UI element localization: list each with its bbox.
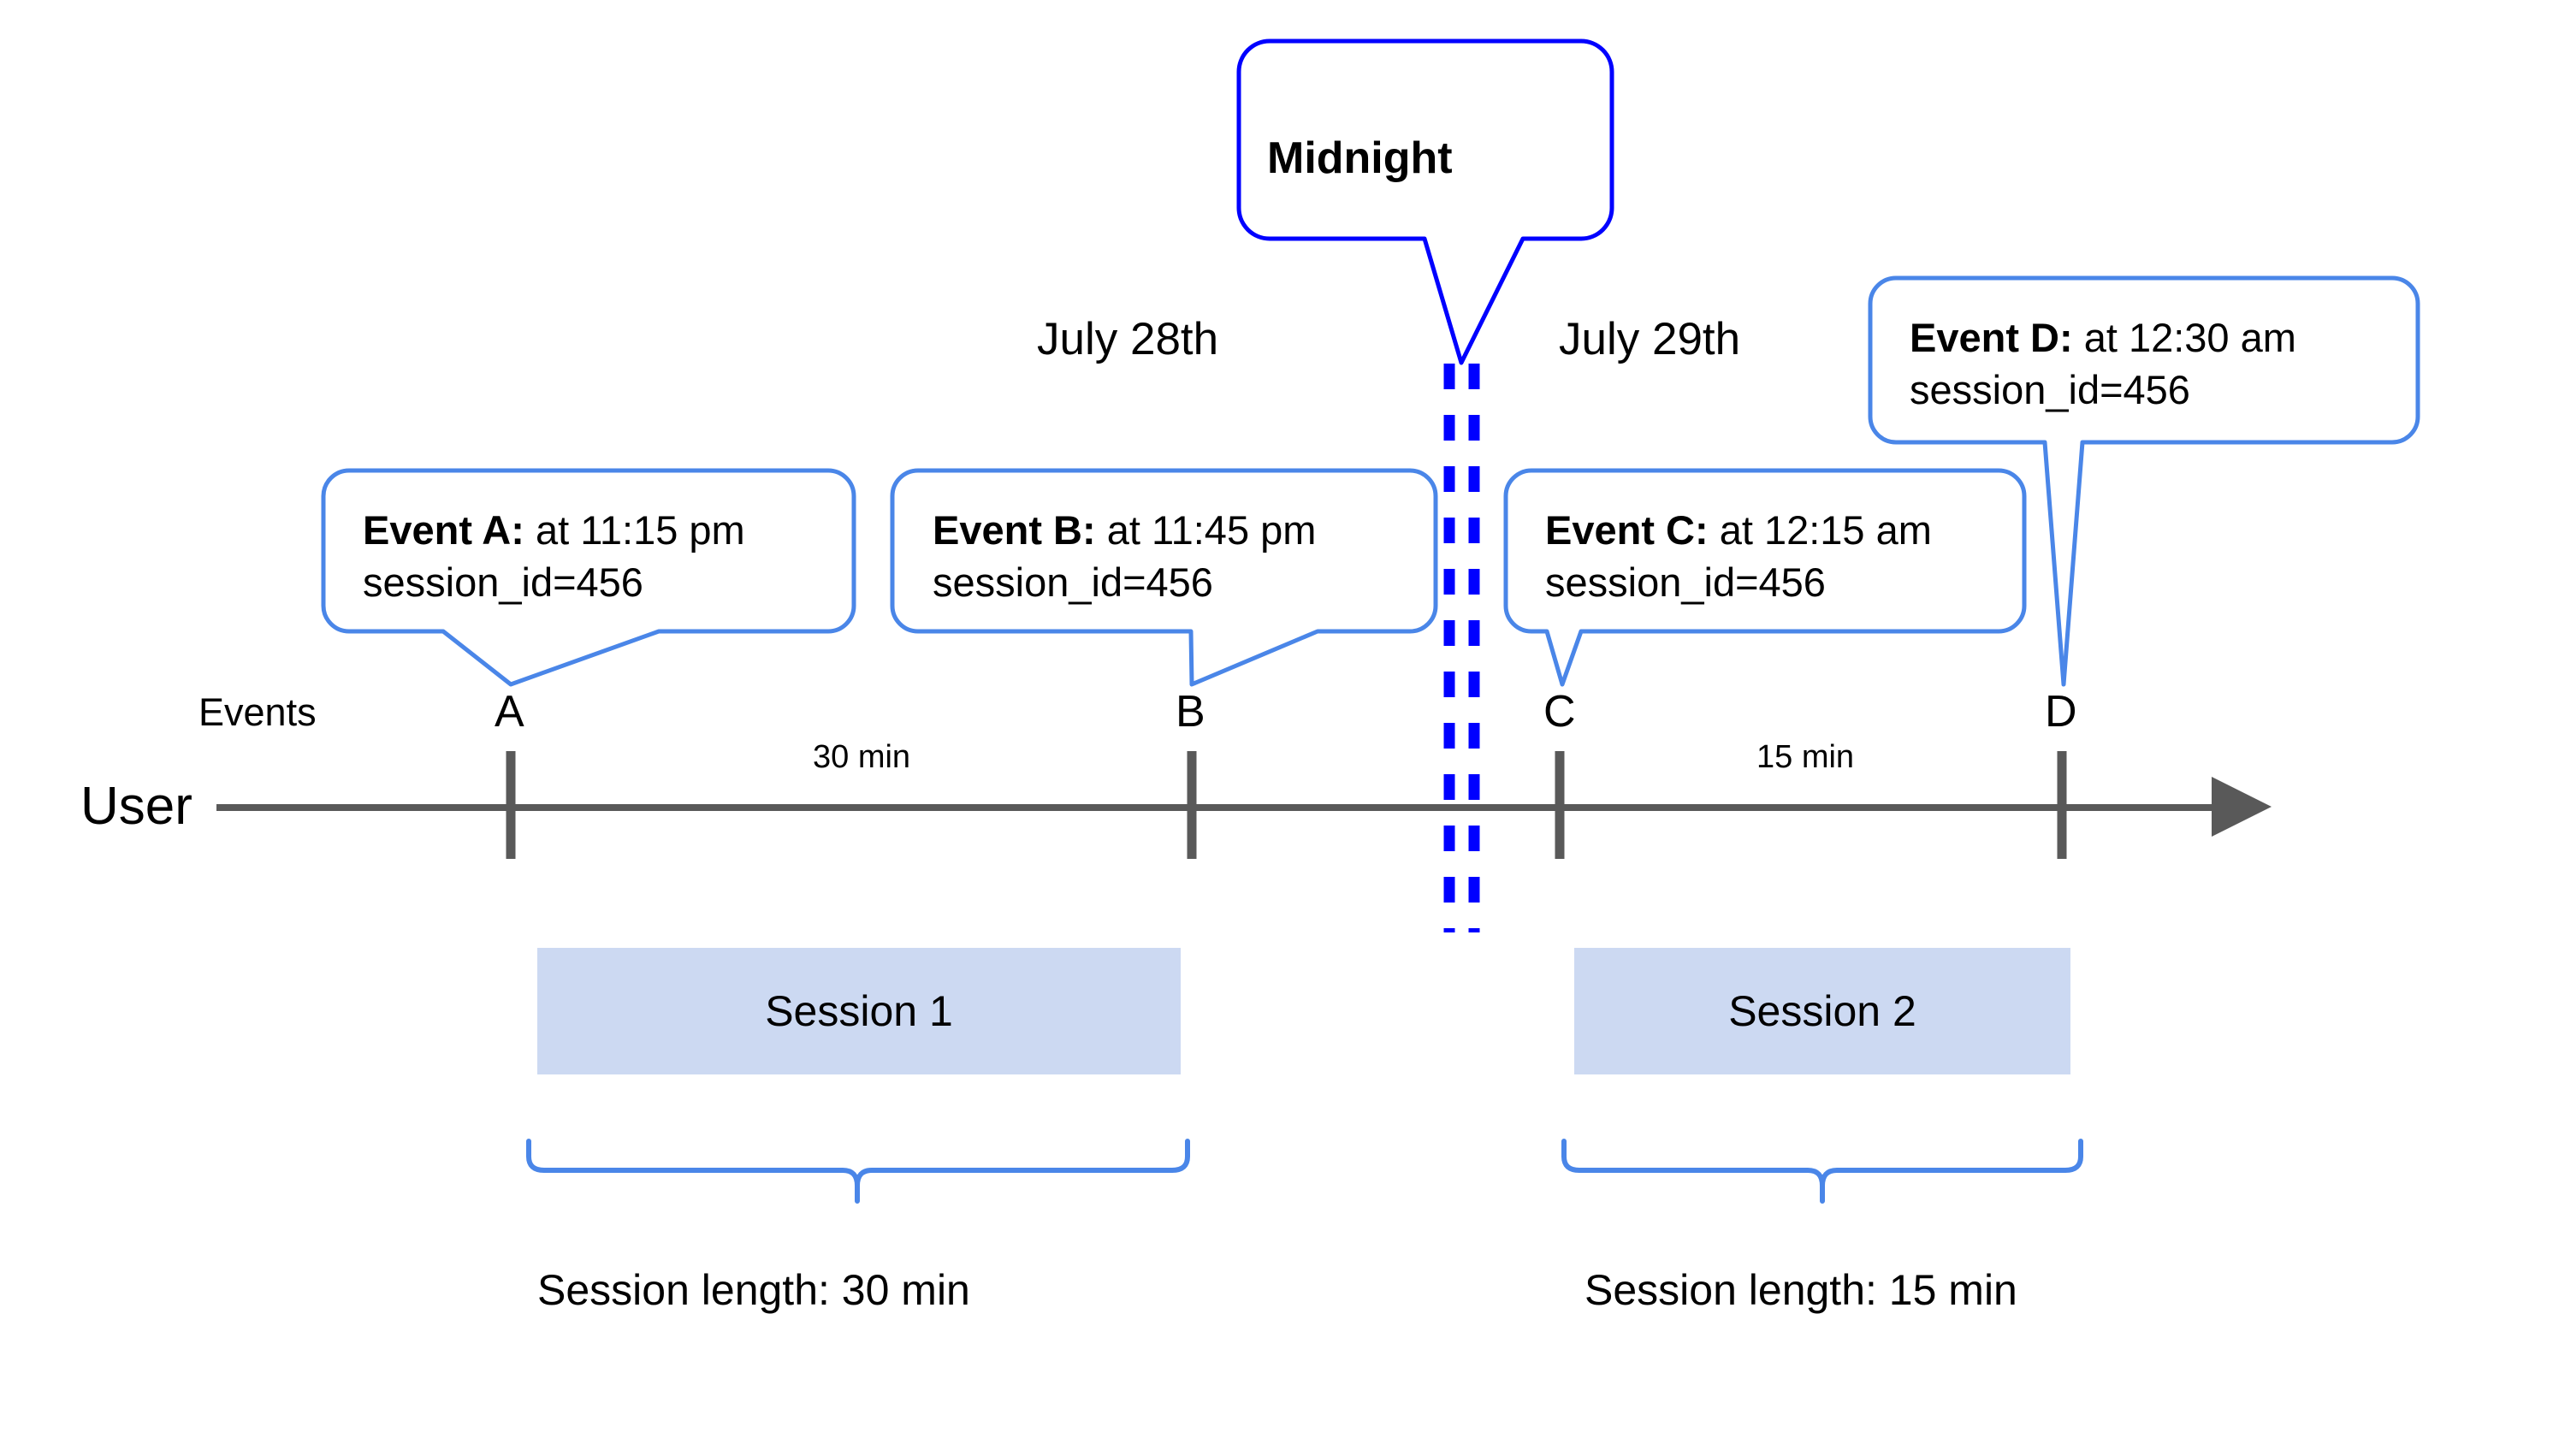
event-callout-text-d: Event D: at 12:30 am session_id=456 (1910, 311, 2296, 416)
gap-label-15-min: 15 min (1756, 739, 1855, 775)
event-callout-session-d: session_id=456 (1910, 367, 2190, 413)
tick-label-d: D (2045, 687, 2077, 737)
session-brace-2 (1561, 1139, 2083, 1204)
event-callout-time-b: at 11:45 pm (1095, 507, 1317, 553)
event-callout-session-a: session_id=456 (363, 559, 643, 606)
event-callout-text-a: Event A: at 11:15 pm session_id=456 (363, 504, 745, 608)
lane-label-user: User (80, 777, 193, 836)
event-callout-line1-b: Event B: at 11:45 pm (933, 507, 1316, 553)
event-callout-shape-c[interactable] (1503, 468, 2027, 687)
session-box-1[interactable]: Session 1 (537, 948, 1181, 1074)
event-callout-session-c: session_id=456 (1545, 559, 1826, 606)
event-callout-shape-b[interactable] (890, 468, 1438, 687)
event-callout-time-d: at 12:30 am (2072, 315, 2296, 360)
event-callout-line1-c: Event C: at 12:15 am (1545, 507, 1932, 553)
timeline-arrow-head (2212, 777, 2272, 837)
event-callout-time-a: at 11:15 pm (524, 507, 745, 553)
event-callout-line1-a: Event A: at 11:15 pm (363, 507, 745, 553)
date-label-july-28: July 28th (1037, 314, 1219, 364)
event-callout-title-c: Event C: (1545, 507, 1709, 553)
event-callout-shape-a[interactable] (321, 468, 856, 687)
tick-label-c: C (1543, 687, 1576, 737)
date-label-july-29: July 29th (1559, 314, 1741, 364)
session-box-2[interactable]: Session 2 (1574, 948, 2070, 1074)
event-callout-session-b: session_id=456 (933, 559, 1213, 606)
session-length-caption-1: Session length: 30 min (537, 1266, 970, 1314)
midnight-callout-shape[interactable] (1236, 38, 1614, 365)
midnight-callout-label: Midnight (1267, 133, 1453, 183)
event-callout-text-b: Event B: at 11:45 pm session_id=456 (933, 504, 1316, 608)
event-callout-text-c: Event C: at 12:15 am session_id=456 (1545, 504, 1932, 608)
event-callout-title-d: Event D: (1910, 315, 2073, 360)
event-callout-shape-d[interactable] (1868, 275, 2420, 687)
tick-label-b: B (1176, 687, 1205, 737)
tick-label-a: A (495, 687, 524, 737)
gap-label-30-min: 30 min (813, 739, 911, 775)
event-callout-title-a: Event A: (363, 507, 524, 553)
event-callout-title-b: Event B: (933, 507, 1096, 553)
session-length-caption-2: Session length: 15 min (1585, 1266, 2017, 1314)
session-box-label-1: Session 1 (765, 987, 953, 1035)
event-callout-line1-d: Event D: at 12:30 am (1910, 315, 2296, 360)
session-brace-1 (526, 1139, 1190, 1204)
session-box-label-2: Session 2 (1728, 987, 1916, 1035)
lane-label-events: Events (198, 690, 317, 734)
event-callout-time-c: at 12:15 am (1708, 507, 1932, 553)
